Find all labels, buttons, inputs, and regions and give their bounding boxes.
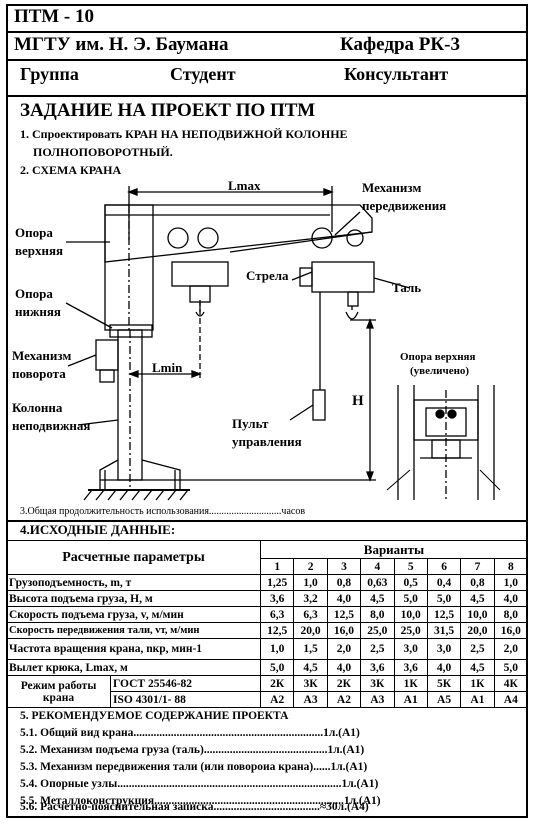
label-rotation-mech-2: поворота [12, 366, 66, 381]
divider [6, 31, 528, 33]
label-lower-support-2: нижняя [15, 304, 61, 319]
task-item1-line2: ПОЛНОПОВОРОТНЫЙ. [33, 145, 173, 159]
label-travel-mech-2: передвижения [362, 198, 446, 213]
variant-8: 8 [493, 558, 529, 575]
column-base [99, 459, 181, 491]
variant-1: 1 [259, 558, 295, 575]
group-label: Группа [20, 64, 79, 84]
label-rotation-mech: Механизм [12, 348, 71, 363]
list-item: 5.4. Опорные узлы.......................… [20, 778, 379, 790]
task-title: ЗАДАНИЕ НА ПРОЕКТ ПО ПТМ [20, 100, 316, 121]
control-pendant [312, 389, 326, 421]
hoist [311, 261, 375, 293]
lmin-label: Lmin [152, 360, 183, 375]
variant-6: 6 [426, 558, 462, 575]
variant-3: 3 [326, 558, 362, 575]
label-upper-support-2: верхняя [15, 243, 63, 258]
doc-code: ПТМ - 10 [14, 6, 94, 27]
label-pendant: Пульт [232, 416, 269, 431]
list-item: 5.1. Общий вид крана....................… [20, 727, 360, 739]
height-label: Н [352, 393, 364, 409]
list-item-last: 5.6. Расчетно-пояснительная записка.....… [20, 801, 369, 813]
list-item: 5.2. Механизм подъема груза (таль)......… [20, 744, 365, 756]
usage-line: 3.Общая продолжительность использования.… [20, 506, 306, 517]
label-column-2: неподвижная [12, 418, 90, 433]
list-item: 5.5. Металлоконструкция.................… [20, 795, 381, 807]
label-boom: Стрела [246, 268, 289, 283]
list-item: 5.3. Механизм передвижения тали (или пов… [20, 761, 368, 773]
contents-title: 5. РЕКОМЕНДУЕМОЕ СОДЕРЖАНИЕ ПРОЕКТА [20, 710, 289, 722]
rotation-mechanism [95, 339, 119, 371]
variant-5: 5 [393, 558, 428, 575]
variants-header: Варианты [260, 540, 528, 559]
task-item2: 2. СХЕМА КРАНА [20, 163, 122, 177]
label-travel-mech: Механизм [362, 180, 421, 195]
lmax-label: Lmax [228, 178, 261, 193]
inset-upper-support [397, 385, 495, 500]
divider [6, 95, 528, 97]
variant-7: 7 [460, 558, 495, 575]
divider [6, 59, 528, 61]
consultant-label: Консультант [344, 64, 449, 84]
table-row: Скорость передвижения тали, vт, м/мин 12… [6, 622, 529, 639]
ground-hatch [83, 489, 189, 501]
sheet-frame [6, 4, 528, 818]
input-title: 4.ИСХОДНЫЕ ДАННЫЕ: [20, 522, 176, 537]
student-label: Студент [170, 64, 236, 84]
label-lower-support: Опора [15, 286, 53, 301]
variant-4: 4 [360, 558, 395, 575]
parameters-table: Расчетные параметры Варианты 1 2 3 4 5 6… [6, 540, 529, 708]
label-pendant-2: управления [232, 434, 302, 449]
label-inset-title-2: (увеличено) [410, 365, 469, 377]
label-upper-support: Опора [15, 225, 53, 240]
label-hoist: Таль [392, 280, 421, 295]
divider [6, 520, 528, 522]
department: Кафедра РК-3 [340, 34, 460, 55]
param-header: Расчетные параметры [6, 540, 261, 575]
task-item1-line1: 1. Спроектировать КРАН НА НЕПОДВИЖНОЙ КО… [20, 127, 348, 141]
university: МГТУ им. Н. Э. Баумана [14, 34, 229, 55]
variant-2: 2 [293, 558, 328, 575]
crane-diagram: Lmax Lmin Н Опора верхняя Опора нижняя М… [12, 178, 501, 501]
label-inset-title: Опора верхняя [400, 351, 475, 363]
label-column: Колонна [12, 400, 63, 415]
